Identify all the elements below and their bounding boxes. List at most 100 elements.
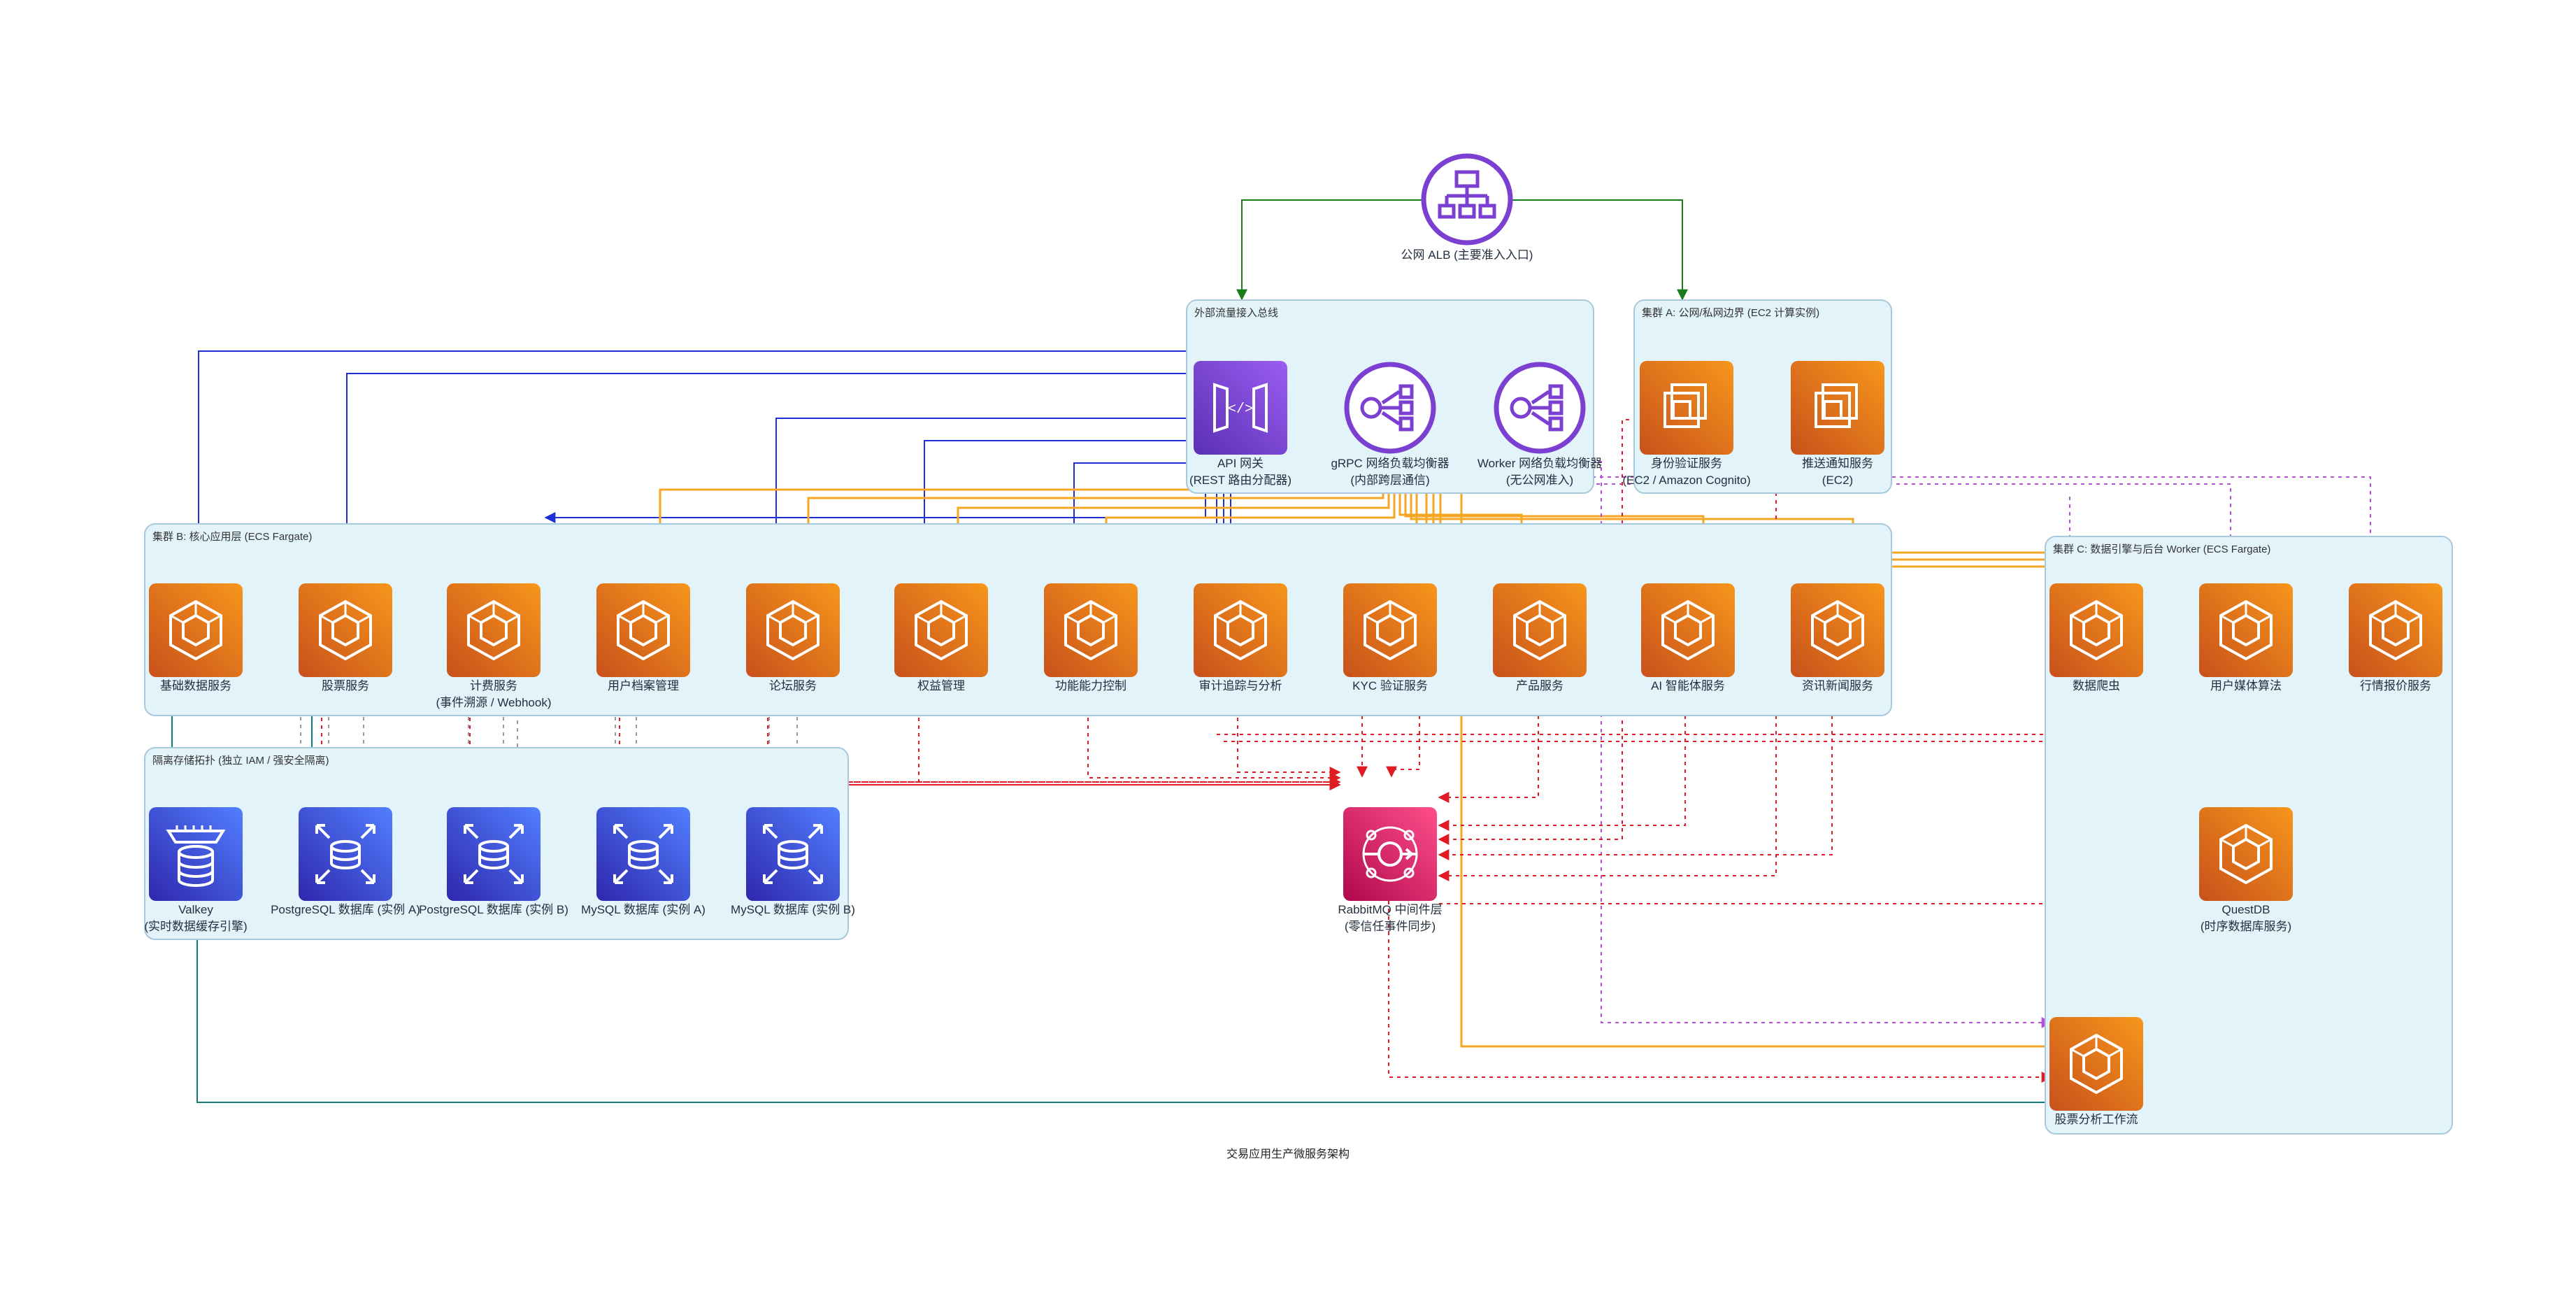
audit-node[interactable]: 审计追踪与分析 bbox=[1150, 583, 1331, 694]
api-gateway-label-1: API 网关 bbox=[1217, 457, 1264, 470]
news-label: 资讯新闻服务 bbox=[1802, 679, 1873, 692]
pg-a-label: PostgreSQL 数据库 (实例 A) bbox=[271, 903, 420, 916]
product-label: 产品服务 bbox=[1516, 679, 1564, 692]
billing-label-2: (事件溯源 / Webhook) bbox=[436, 696, 552, 709]
cluster-b: 集群 B: 核心应用层 (ECS Fargate) bbox=[144, 523, 1892, 716]
ecs-container-icon bbox=[2049, 1017, 2143, 1111]
base-data-node[interactable]: 基础数据服务 bbox=[105, 583, 287, 694]
diagram-caption: 交易应用生产微服务架构 bbox=[1226, 1149, 1350, 1160]
ecs-container-icon bbox=[1791, 583, 1884, 677]
base-data-label: 基础数据服务 bbox=[160, 679, 231, 692]
api-gateway-label-2: (REST 路由分配器) bbox=[1189, 474, 1292, 487]
grpc-lb-label-1: gRPC 网络负载均衡器 bbox=[1331, 457, 1450, 470]
mysql-a-node[interactable]: MySQL 数据库 (实例 A) bbox=[552, 807, 734, 918]
push-service-label-1: 推送通知服务 bbox=[1802, 457, 1873, 470]
pg-a-node[interactable]: PostgreSQL 数据库 (实例 A) bbox=[255, 807, 436, 918]
push-service-node[interactable]: 推送通知服务 (EC2) bbox=[1747, 361, 1929, 488]
connector-33 bbox=[918, 671, 1341, 788]
news-node[interactable]: 资讯新闻服务 bbox=[1747, 583, 1929, 694]
user-profile-label: 用户档案管理 bbox=[608, 679, 679, 692]
ecs-container-icon bbox=[1044, 583, 1138, 677]
alb-node[interactable]: 公网 ALB (主要准入入口) bbox=[1376, 152, 1558, 263]
feature-control-node[interactable]: 功能能力控制 bbox=[1000, 583, 1182, 694]
ecs-container-icon bbox=[2199, 583, 2293, 677]
stock-service-label: 股票服务 bbox=[322, 679, 369, 692]
mysql-a-label: MySQL 数据库 (实例 A) bbox=[581, 903, 706, 916]
auth-service-label-2: (EC2 / Amazon Cognito) bbox=[1622, 474, 1751, 487]
questdb-node[interactable]: QuestDB (时序数据库服务) bbox=[2155, 807, 2337, 934]
ecs-container-icon bbox=[894, 583, 988, 677]
ecs-container-icon bbox=[1194, 583, 1287, 677]
connector-59 bbox=[192, 906, 2052, 1103]
rabbitmq-node[interactable]: RabbitMQ 中间件层 (零信任事件同步) bbox=[1299, 807, 1481, 934]
forum-node[interactable]: 论坛服务 bbox=[702, 583, 884, 694]
api-gateway-node[interactable]: </> API 网关 (REST 路由分配器) bbox=[1150, 361, 1331, 488]
ecs-container-icon bbox=[746, 583, 840, 677]
database-icon bbox=[299, 807, 392, 901]
cluster-b-title: 集群 B: 核心应用层 (ECS Fargate) bbox=[152, 531, 313, 543]
ecs-container-icon bbox=[2049, 583, 2143, 677]
crawler-node[interactable]: 数据爬虫 bbox=[2005, 583, 2187, 694]
valkey-label-1: Valkey bbox=[178, 903, 213, 916]
connector-38 bbox=[1438, 692, 1539, 803]
connector-40 bbox=[1438, 692, 1833, 860]
audit-label: 审计追踪与分析 bbox=[1198, 679, 1282, 692]
valkey-label-2: (实时数据缓存引擎) bbox=[144, 920, 248, 933]
storage-cluster-title: 隔离存储拓扑 (独立 IAM / 强安全隔离) bbox=[152, 755, 329, 767]
connector-46 bbox=[1388, 901, 2053, 1083]
questdb-label-2: (时序数据库服务) bbox=[2200, 920, 2292, 933]
message-broker-icon bbox=[1343, 807, 1437, 901]
load-balancer-icon bbox=[1420, 152, 1514, 246]
kyc-label: KYC 验证服务 bbox=[1352, 679, 1428, 692]
feature-control-label: 功能能力控制 bbox=[1055, 679, 1126, 692]
product-node[interactable]: 产品服务 bbox=[1449, 583, 1631, 694]
ecs-container-icon bbox=[447, 583, 541, 677]
pg-b-node[interactable]: PostgreSQL 数据库 (实例 B) bbox=[403, 807, 585, 918]
billing-node[interactable]: 计费服务 (事件溯源 / Webhook) bbox=[403, 583, 585, 711]
cluster-a-title: 集群 A: 公网/私网边界 (EC2 计算实例) bbox=[1642, 307, 1820, 319]
ai-agent-label: AI 智能体服务 bbox=[1651, 679, 1725, 692]
connector-23 bbox=[1441, 397, 2052, 1048]
user-profile-node[interactable]: 用户档案管理 bbox=[552, 583, 734, 694]
push-service-label-2: (EC2) bbox=[1822, 474, 1854, 487]
billing-label-1: 计费服务 bbox=[470, 679, 517, 692]
auth-service-node[interactable]: 身份验证服务 (EC2 / Amazon Cognito) bbox=[1596, 361, 1777, 488]
quote-node[interactable]: 行情报价服务 bbox=[2305, 583, 2486, 694]
connector-26 bbox=[1545, 461, 2053, 1028]
rabbitmq-label-2: (零信任事件同步) bbox=[1344, 920, 1436, 933]
stock-service-node[interactable]: 股票服务 bbox=[255, 583, 436, 694]
database-icon bbox=[746, 807, 840, 901]
ecs-container-icon bbox=[596, 583, 690, 677]
auth-service-label-1: 身份验证服务 bbox=[1651, 457, 1722, 470]
connector-1 bbox=[1470, 199, 1688, 301]
ai-agent-node[interactable]: AI 智能体服务 bbox=[1597, 583, 1779, 694]
ecs-container-icon bbox=[149, 583, 243, 677]
worker-lb-node[interactable]: Worker 网络负载均衡器 (无公网准入) bbox=[1449, 361, 1631, 488]
valkey-node[interactable]: Valkey (实时数据缓存引擎) bbox=[105, 807, 287, 934]
crawler-label: 数据爬虫 bbox=[2073, 679, 2120, 692]
kyc-node[interactable]: KYC 验证服务 bbox=[1299, 583, 1481, 694]
worker-lb-label-1: Worker 网络负载均衡器 bbox=[1477, 457, 1603, 470]
connector-31 bbox=[619, 671, 1341, 790]
cache-database-icon bbox=[149, 807, 243, 901]
svg-text:</>: </> bbox=[1228, 401, 1253, 418]
database-icon bbox=[596, 807, 690, 901]
ecs-container-icon bbox=[1493, 583, 1587, 677]
worker-lb-label-2: (无公网准入) bbox=[1505, 474, 1574, 487]
entitlement-node[interactable]: 权益管理 bbox=[850, 583, 1032, 694]
media-algo-label: 用户媒体算法 bbox=[2210, 679, 2282, 692]
connector-2 bbox=[193, 350, 1193, 585]
ecs-container-icon bbox=[1343, 583, 1437, 677]
forum-label: 论坛服务 bbox=[769, 679, 817, 692]
media-algo-node[interactable]: 用户媒体算法 bbox=[2155, 583, 2337, 694]
database-icon bbox=[447, 807, 541, 901]
questdb-label-1: QuestDB bbox=[2221, 903, 2270, 916]
api-gateway-icon: </> bbox=[1194, 361, 1287, 455]
connector-32 bbox=[767, 671, 1341, 790]
network-load-balancer-icon bbox=[1493, 361, 1587, 455]
mysql-b-node[interactable]: MySQL 数据库 (实例 B) bbox=[702, 807, 884, 918]
grpc-lb-node[interactable]: gRPC 网络负载均衡器 (内部跨层通信) bbox=[1299, 361, 1481, 488]
stock-analysis-node[interactable]: 股票分析工作流 bbox=[2005, 1017, 2187, 1128]
connector-0 bbox=[1236, 199, 1424, 301]
